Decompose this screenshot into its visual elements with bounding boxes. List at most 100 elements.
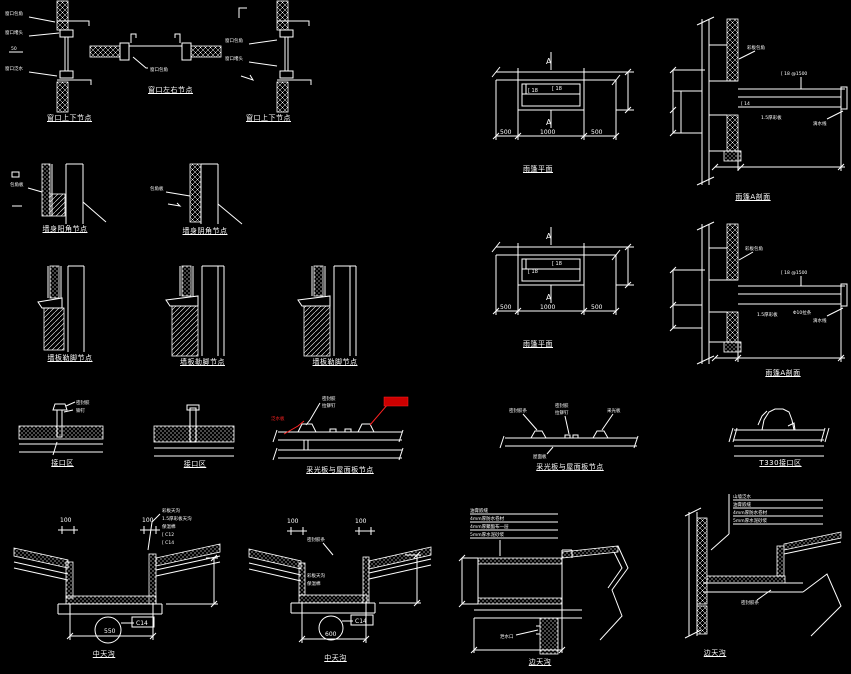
annotation-text: [ 18 @1500: [781, 71, 807, 77]
detail-label: 中天沟: [324, 654, 347, 662]
annotation-text: 泄水口: [500, 633, 514, 640]
window-head-sill-drawing: 窗口包角 窗口堵头 50 窗口泛水: [5, 0, 92, 113]
detail-label: T330接口区: [759, 459, 802, 467]
detail-label: 雨篷A剖面: [765, 369, 801, 377]
edge-gutter-drawing: 油膏嵌缝 4mm厚防水卷材 4mm厚聚酯布一层 5mm厚水泥砂浆 泄水口: [458, 507, 629, 655]
annotation-text: Φ10拉条: [793, 309, 812, 316]
detail-window-jamb: 窗口包角 窗口左右节点: [88, 30, 223, 100]
wall-corner-drawing: 包角板: [150, 163, 243, 225]
skylight-panel-drawing: 泛水板 密封胶 拉铆钉: [271, 395, 409, 461]
detail-label: 采光板与屋面板节点: [536, 463, 604, 471]
annotation-text: 滴水线: [813, 120, 827, 127]
dim-text: 100: [287, 518, 299, 525]
pipe-text: C14: [355, 618, 367, 625]
detail-window-head-sill-2: 窗口包角 窗口堵头 窗口上下节点: [225, 0, 340, 130]
edge-gutter-drawing: 山墙泛水 油膏嵌缝 4mm厚防水卷材 5mm厚水泥砂浆 密封胶条: [684, 493, 842, 639]
detail-canopy-section-2: [ 18 @1500 1.5厚彩板 彩板包角 Φ10拉条 滴水线 雨篷A剖面: [645, 220, 851, 385]
annotation-text: 屋面板: [533, 453, 547, 460]
dim-text: 600: [325, 631, 337, 638]
annotation-text: 窗口堵头: [5, 29, 23, 36]
annotation-text: 彩板天沟: [162, 507, 180, 514]
annotation-text: 采光板: [607, 407, 621, 414]
channel-text: [ 18: [552, 261, 562, 267]
window-jamb-drawing: 窗口包角: [89, 33, 222, 73]
detail-canopy-section-1: [ 14 [ 18 @1500 1.5厚彩板 彩板包角 滴水线 雨篷A剖面: [655, 15, 851, 210]
annotation-text: 密封胶条: [741, 599, 759, 606]
wall-corner-drawing: 包角板: [10, 163, 107, 224]
channel-text: [ 18: [528, 269, 538, 275]
detail-label: 接口区: [51, 459, 74, 467]
channel-text: [ 18: [552, 86, 562, 92]
detail-label: 墙板勒脚节点: [312, 358, 358, 366]
annotation-text: [ 14: [741, 101, 750, 107]
detail-canopy-plan-1: [ 18 [ 18 A A 500 1000 500 雨篷平面: [488, 50, 648, 180]
gutter-drawing: 100 100 密封胶条 彩板天沟 保温棉 C14 600: [248, 518, 432, 643]
channel-text: [ 18: [528, 88, 538, 94]
detail-window-head-sill-1: 窗口包角 窗口堵头 50 窗口泛水 窗口上下节点: [5, 0, 120, 130]
detail-t330-seam: T330接口区: [728, 398, 833, 470]
annotation-text: 窗口包角: [150, 66, 168, 73]
detail-label: 墙身阳角节点: [42, 225, 88, 233]
annotation-text: 油膏嵌缝: [470, 507, 488, 514]
annotation-text: 5mm厚水泥砂浆: [733, 517, 768, 524]
annotation-text: 密封胶: [76, 399, 90, 406]
dim-text: 500: [500, 129, 512, 136]
dim-text: 500: [591, 304, 603, 311]
detail-panel-joint-1: 密封胶 铆钉 接口区: [15, 398, 110, 472]
pipe-text: C14: [136, 620, 148, 627]
detail-label: 雨篷A剖面: [735, 193, 771, 201]
detail-wall-base-3: 墙板勒脚节点: [280, 262, 390, 370]
annotation-text: 1.5厚彩板: [757, 311, 778, 318]
detail-wall-base-2: 墙板勒脚节点: [150, 262, 255, 370]
annotation-text: 1.5厚彩板: [761, 114, 782, 121]
dim-text: 550: [104, 628, 116, 635]
detail-label: 边天沟: [703, 649, 727, 657]
annotation-text: 密封胶: [555, 402, 569, 409]
annotation-text: 铆钉: [76, 407, 85, 414]
t330-seam-drawing: [728, 408, 830, 457]
canopy-plan-drawing: [ 18 [ 18 A A 500 1000 500: [491, 227, 634, 315]
detail-wall-corner-2: 包角板 墙身阴角节点: [150, 162, 260, 242]
dim-text: 50: [11, 46, 17, 52]
detail-label: 窗口上下节点: [47, 114, 92, 122]
red-annotation-box: [383, 396, 409, 407]
annotation-text: 密封胶: [322, 395, 336, 402]
detail-label: 窗口上下节点: [246, 114, 291, 122]
annotation-text: 彩板包角: [745, 245, 763, 252]
canopy-section-drawing: [ 14 [ 18 @1500 1.5厚彩板 彩板包角 滴水线: [669, 16, 848, 186]
detail-panel-joint-2: 接口区: [150, 400, 240, 472]
annotation-text: 滴水线: [813, 317, 827, 324]
annotation-text: 彩板包角: [747, 44, 765, 51]
wall-base-drawing: [37, 265, 85, 352]
annotation-text: [ C14: [162, 540, 174, 546]
annotation-text: 拉铆钉: [322, 402, 336, 409]
annotation-text: 窗口包角: [225, 37, 243, 44]
annotation-text: 4mm厚聚酯布一层: [470, 523, 509, 530]
section-mark: A: [546, 232, 552, 241]
dim-text: 500: [500, 304, 512, 311]
detail-edge-gutter-2: 山墙泛水 油膏嵌缝 4mm厚防水卷材 5mm厚水泥砂浆 密封胶条 边天沟: [645, 488, 845, 664]
detail-label: 接口区: [183, 460, 207, 468]
detail-label: 边天沟: [528, 658, 552, 666]
red-annotation-text: 泛水板: [271, 415, 285, 422]
annotation-text: 保温棉: [162, 523, 176, 530]
annotation-text: 4mm厚防水卷材: [470, 515, 505, 522]
panel-joint-drawing: [153, 404, 235, 457]
annotation-text: 窗口泛水: [5, 65, 23, 72]
annotation-text: 5mm厚水泥砂浆: [470, 531, 505, 538]
detail-label: 墙板勒脚节点: [47, 354, 93, 362]
section-mark: A: [546, 293, 552, 302]
annotation-text: 1.5厚彩板天沟: [162, 515, 192, 522]
detail-label: 雨篷平面: [523, 165, 553, 173]
wall-base-drawing: [165, 265, 225, 357]
canopy-plan-drawing: [ 18 [ 18 A A 500 1000 500: [491, 52, 634, 140]
window-head-sill-drawing: 窗口包角 窗口堵头: [225, 0, 312, 113]
dim-text: 100: [142, 517, 154, 524]
detail-edge-gutter-1: 油膏嵌缝 4mm厚防水卷材 4mm厚聚酯布一层 5mm厚水泥砂浆 泄水口: [450, 500, 630, 672]
annotation-text: 窗口堵头: [225, 55, 243, 62]
annotation-text: [ 18 @1500: [781, 270, 807, 276]
detail-skylight-panel-1: 泛水板 密封胶 拉铆钉 采光板与屋面板节点: [270, 392, 410, 478]
detail-canopy-plan-2: [ 18 [ 18 A A 500 1000 500 雨篷平面: [488, 225, 648, 355]
detail-label: 采光板与屋面板节点: [306, 466, 374, 474]
